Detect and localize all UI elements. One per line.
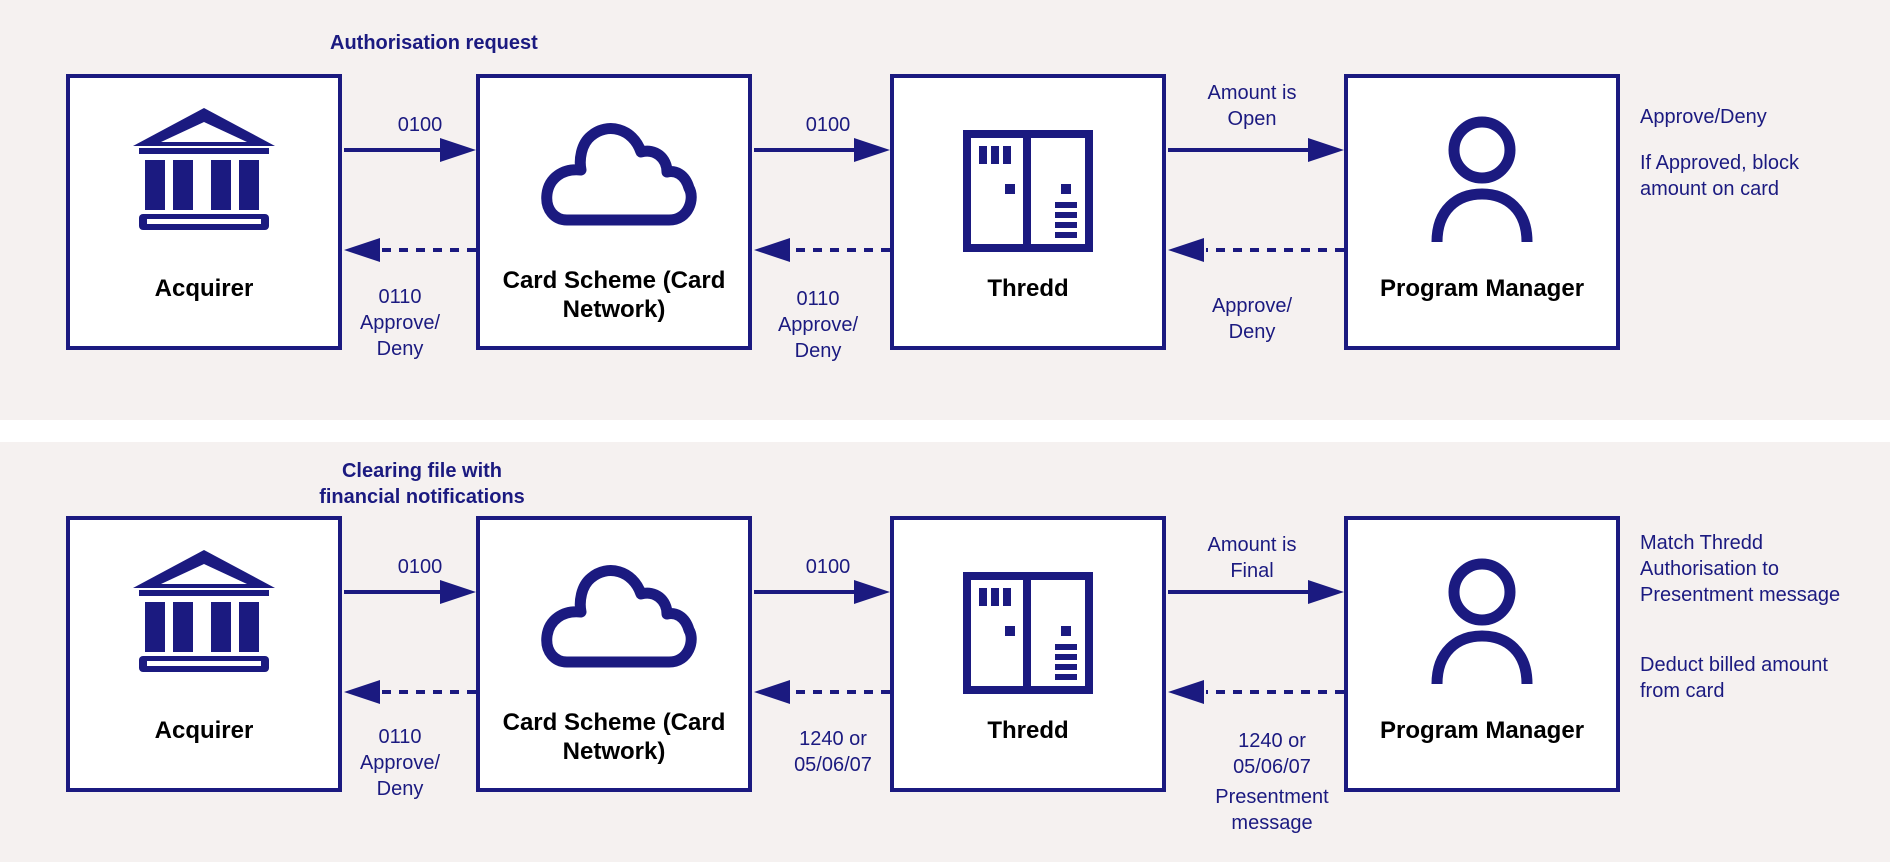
node-thredd: Thredd <box>890 74 1166 350</box>
node-title: Program Manager <box>1379 275 1585 302</box>
arrowhead-scheme-to-acquirer <box>344 680 380 704</box>
node-card-scheme: Card Scheme (Card Network) <box>476 516 752 792</box>
arrowhead-thredd-to-scheme <box>754 680 790 704</box>
arrowhead-scheme-to-thredd <box>854 580 890 604</box>
bank-icon <box>133 108 275 230</box>
node-title: Thredd <box>987 275 1069 302</box>
label-scheme-to-thredd: 0100 <box>805 114 851 136</box>
arrowhead-scheme-to-thredd <box>854 138 890 162</box>
arrowhead-thredd-to-pm <box>1308 138 1344 162</box>
cloud-icon <box>541 565 697 668</box>
node-title: Program Manager <box>1379 717 1585 744</box>
person-icon <box>1431 116 1533 243</box>
arrowhead-thredd-to-pm <box>1308 580 1344 604</box>
flow-arrows <box>344 580 1344 704</box>
label-scheme-to-thredd: 0100 <box>805 556 851 578</box>
label-acquirer-to-scheme: 0100 <box>397 556 443 578</box>
person-icon <box>1431 558 1533 685</box>
node-program-manager: Program Manager <box>1344 74 1620 350</box>
node-title: Acquirer <box>154 717 254 744</box>
thredd-server-icon <box>963 130 1093 252</box>
authorisation-panel: Authorisation request <box>0 0 1890 420</box>
arrowhead-pm-to-thredd <box>1168 238 1204 262</box>
arrowhead-thredd-to-scheme <box>754 238 790 262</box>
cloud-icon <box>541 123 697 226</box>
arrowhead-pm-to-thredd <box>1168 680 1204 704</box>
arrowhead-scheme-to-acquirer <box>344 238 380 262</box>
arrowhead-acquirer-to-scheme <box>440 138 476 162</box>
flow-arrows <box>344 138 1344 262</box>
side-note-decision: Approve/Deny <box>1640 106 1767 128</box>
label-acquirer-to-scheme: 0100 <box>397 114 443 136</box>
node-program-manager: Program Manager <box>1344 516 1620 792</box>
node-acquirer: Acquirer <box>66 74 342 350</box>
bank-icon <box>133 550 275 672</box>
node-acquirer: Acquirer <box>66 516 342 792</box>
node-title: Card Scheme (Card Network) <box>502 709 726 765</box>
node-title: Card Scheme (Card Network) <box>502 267 726 323</box>
thredd-server-icon <box>963 572 1093 694</box>
node-title: Thredd <box>987 717 1069 744</box>
arrowhead-acquirer-to-scheme <box>440 580 476 604</box>
node-title: Acquirer <box>154 275 254 302</box>
node-thredd: Thredd <box>890 516 1166 792</box>
node-card-scheme: Card Scheme (Card Network) <box>476 74 752 350</box>
label-pm-to-thredd: Approve/Deny <box>1211 295 1293 343</box>
panel-heading: Authorisation request <box>330 32 538 54</box>
